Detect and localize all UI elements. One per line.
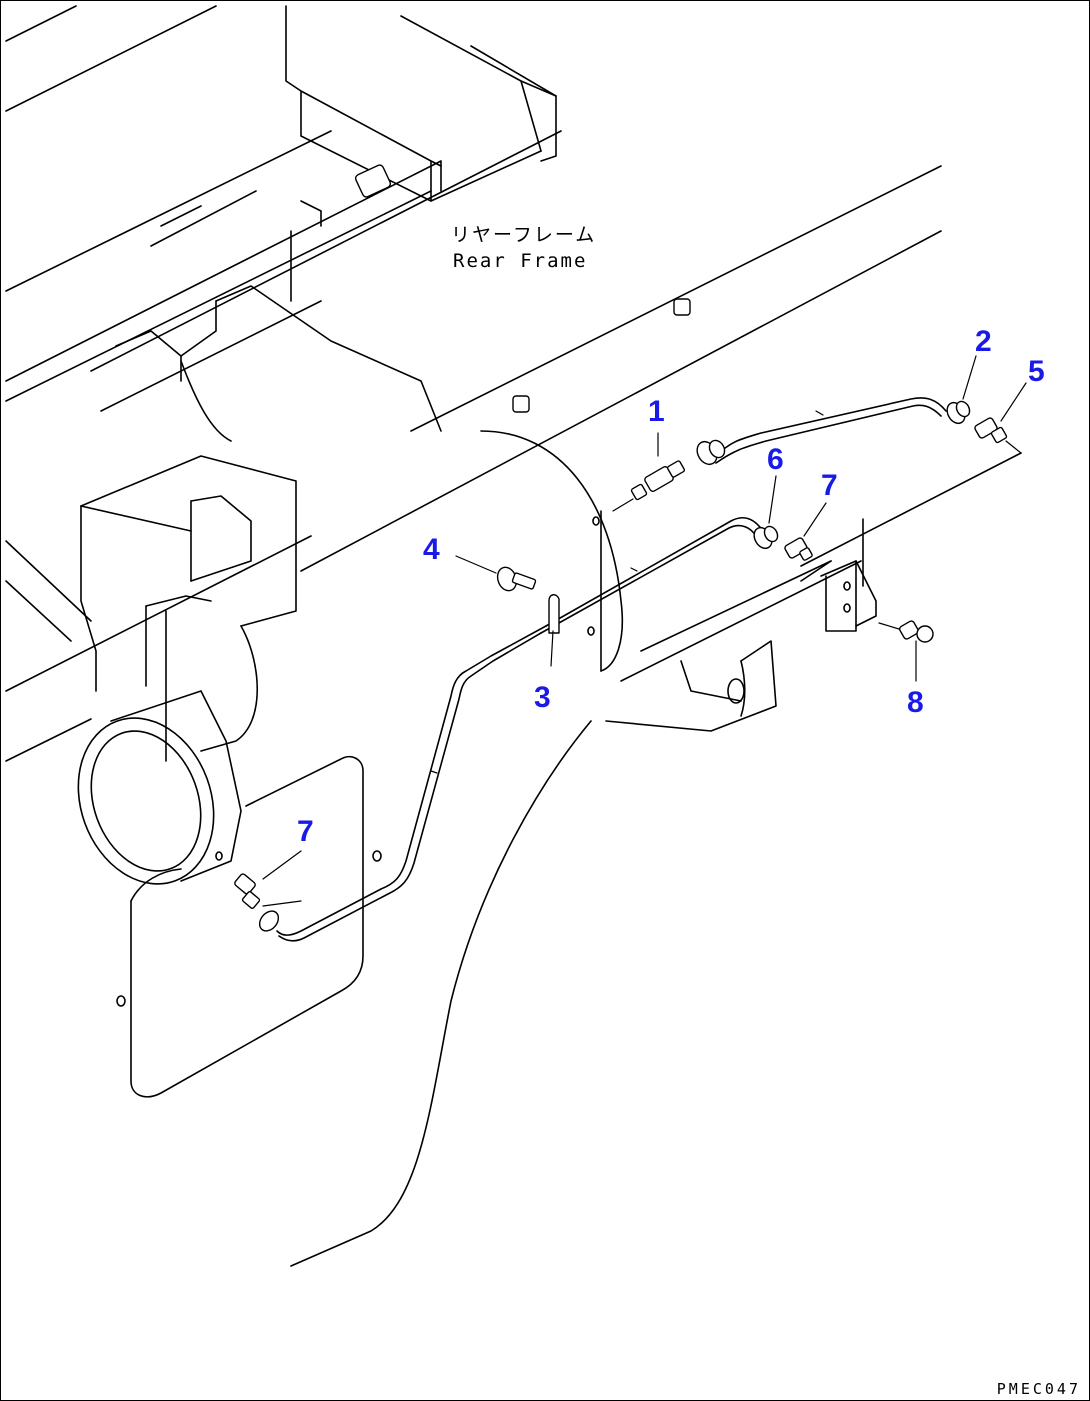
clip-3 [548,594,560,634]
frame-rails [5,5,942,762]
callout-2: 2 [975,325,992,358]
callout-4: 4 [423,533,440,566]
callout-7-lower: 7 [297,815,314,848]
fittings [234,298,1022,932]
rear-frame-body [115,230,862,1267]
tubes [276,397,947,942]
axle-housing [77,690,242,885]
bolt-4 [496,566,537,592]
callout-5: 5 [1028,355,1045,388]
callout-7-upper: 7 [821,469,838,502]
callout-6: 6 [767,443,784,476]
right-bracket [800,452,1022,632]
frame-label-en: Rear Frame [453,250,588,272]
drawing-code: PMEC047 [996,1380,1081,1398]
elbow-1 [696,439,726,466]
fitting-1 [612,460,686,512]
plug-upper [673,298,691,316]
fitting-6 [753,525,779,550]
left-tower [80,455,297,762]
plug-lower [512,395,530,413]
fitting-5 [974,417,1022,454]
mounting-plate [116,755,382,1098]
leader-lines [262,355,1027,880]
callout-1: 1 [648,395,665,428]
fitting-7-upper [784,537,813,561]
frame-label-jp: リヤーフレーム [451,224,597,246]
upper-mount [285,5,557,227]
fitting-2 [946,400,971,425]
callout-8: 8 [907,686,924,719]
fitting-8 [878,620,934,643]
fitting-7-lower [234,873,302,932]
callout-3: 3 [534,681,551,714]
